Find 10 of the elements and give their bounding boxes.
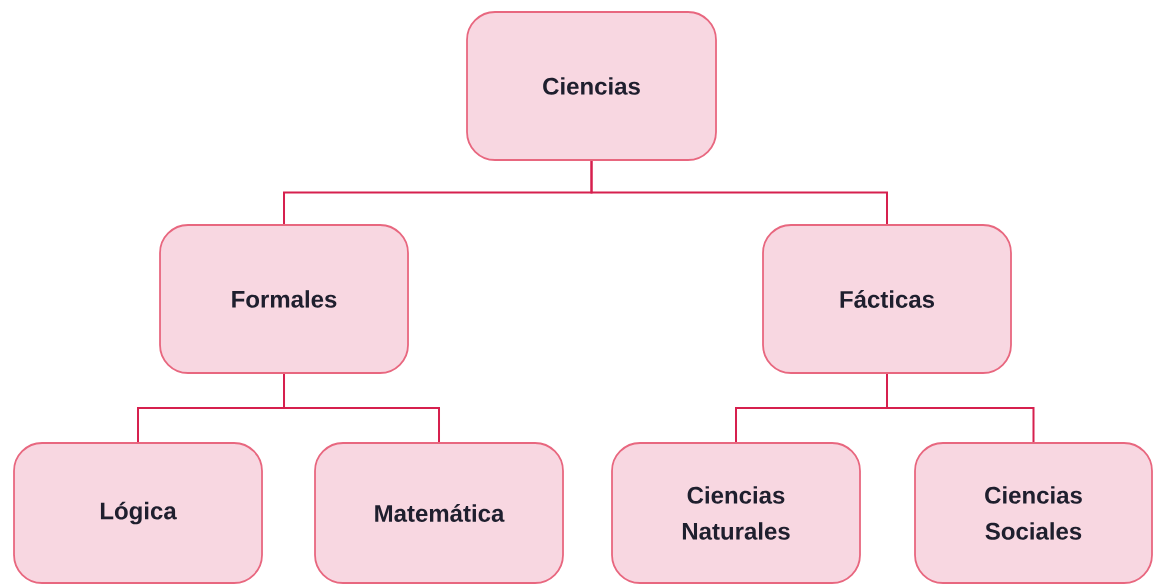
- category-box: Formales: [159, 224, 409, 374]
- connector-line: [283, 372, 440, 444]
- category-box: Ciencias Naturales: [611, 442, 861, 584]
- category-box: Ciencias: [466, 11, 717, 161]
- connector-line: [886, 372, 1035, 444]
- category-box: Matemática: [314, 442, 564, 584]
- connector-line: [590, 159, 888, 226]
- category-box: Ciencias Sociales: [914, 442, 1153, 584]
- category-box: Fácticas: [762, 224, 1012, 374]
- category-box: Lógica: [13, 442, 263, 584]
